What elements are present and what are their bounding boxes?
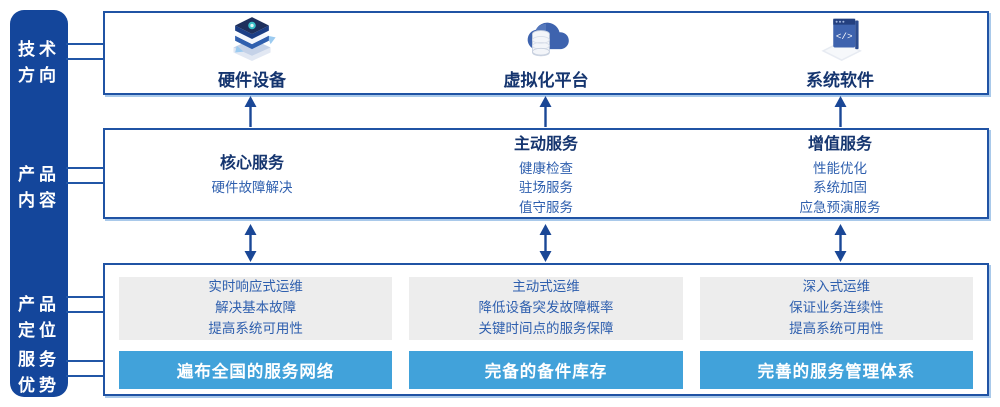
- connector-line: [66, 360, 105, 362]
- positioning-point: 深入式运维: [802, 279, 871, 294]
- sidebar-label-tech-direction: 技术 方向: [18, 40, 60, 85]
- tech-label-virtualization: 虚拟化平台: [503, 71, 589, 90]
- double-arrow: [539, 224, 552, 262]
- connector-line: [66, 296, 105, 298]
- up-arrow: [834, 96, 847, 127]
- positioning-text-panel: 主动式运维 降低设备突发故障概率 关键时间点的服务保障: [409, 277, 683, 340]
- tech-direction-panel: 硬件设备 虚拟化平台: [103, 11, 989, 95]
- tech-label-software: 系统软件: [806, 71, 874, 90]
- sidebar-label-product-positioning: 产品 定位: [18, 295, 60, 340]
- category-sidebar: 技术 方向 产品 内容 产品 定位 服务 优势: [10, 10, 68, 397]
- positioning-column-realtime: 实时响应式运维 解决基本故障 提高系统可用性 遍布全国的服务网络: [119, 277, 393, 389]
- service-title: 增值服务: [807, 136, 872, 154]
- software-window-icon: </>: [813, 13, 867, 65]
- service-item: 应急预演服务: [799, 199, 881, 215]
- service-item: 系统加固: [813, 180, 867, 196]
- tech-cell-software: </> 系统软件: [693, 13, 987, 97]
- positioning-point: 解决基本故障: [215, 299, 297, 315]
- cloud-database-icon: [519, 13, 573, 65]
- positioning-point: 提高系统可用性: [208, 320, 303, 336]
- svg-text:</>: </>: [836, 31, 853, 42]
- positioning-point: 主动式运维: [512, 279, 580, 294]
- advantage-banner: 完善的服务管理体系: [699, 350, 973, 389]
- service-column-core: 核心服务 硬件故障解决: [105, 130, 399, 217]
- connector-line: [66, 167, 105, 169]
- connector-line: [66, 375, 105, 377]
- product-content-panel: 核心服务 硬件故障解决 主动服务 健康检查 驻场服务 值守服务 增值服务 性能优…: [103, 128, 989, 219]
- advantage-banner: 完备的备件库存: [409, 350, 683, 389]
- service-column-value-added: 增值服务 性能优化 系统加固 应急预演服务: [693, 130, 987, 217]
- server-stack-icon: [225, 13, 279, 65]
- positioning-text-panel: 实时响应式运维 解决基本故障 提高系统可用性: [119, 277, 393, 340]
- service-title: 主动服务: [513, 136, 578, 154]
- double-arrow: [244, 224, 257, 262]
- connector-line: [66, 43, 105, 45]
- positioning-point: 降低设备突发故障概率: [478, 299, 614, 315]
- double-arrow: [834, 224, 847, 262]
- positioning-column-proactive: 主动式运维 降低设备突发故障概率 关键时间点的服务保障 完备的备件库存: [409, 277, 683, 389]
- service-column-proactive: 主动服务 健康检查 驻场服务 值守服务: [399, 130, 693, 217]
- product-positioning-panel: 实时响应式运维 解决基本故障 提高系统可用性 遍布全国的服务网络 主动式运维 降…: [103, 263, 989, 396]
- positioning-column-deep: 深入式运维 保证业务连续性 提高系统可用性 完善的服务管理体系: [699, 277, 973, 389]
- service-item: 性能优化: [813, 161, 867, 177]
- service-title: 核心服务: [219, 155, 284, 173]
- positioning-point: 关键时间点的服务保障: [478, 320, 614, 336]
- tech-cell-virtualization: 虚拟化平台: [399, 13, 693, 97]
- tech-label-hardware: 硬件设备: [218, 71, 286, 90]
- service-item: 驻场服务: [519, 180, 573, 196]
- connector-line: [66, 182, 105, 184]
- connector-line: [66, 58, 105, 60]
- service-item: 硬件故障解决: [211, 180, 293, 196]
- positioning-point: 保证业务连续性: [789, 299, 884, 315]
- positioning-text-panel: 深入式运维 保证业务连续性 提高系统可用性: [699, 277, 973, 340]
- up-arrow: [244, 96, 257, 127]
- positioning-point: 实时响应式运维: [208, 279, 303, 294]
- service-item: 值守服务: [519, 199, 573, 215]
- service-item: 健康检查: [519, 161, 573, 177]
- positioning-point: 提高系统可用性: [789, 320, 884, 336]
- advantage-banner: 遍布全国的服务网络: [119, 350, 393, 389]
- tech-cell-hardware: 硬件设备: [105, 13, 399, 97]
- up-arrow: [539, 96, 552, 127]
- sidebar-label-product-content: 产品 内容: [18, 165, 60, 210]
- connector-line: [66, 311, 105, 313]
- sidebar-label-service-advantage: 服务 优势: [18, 350, 60, 395]
